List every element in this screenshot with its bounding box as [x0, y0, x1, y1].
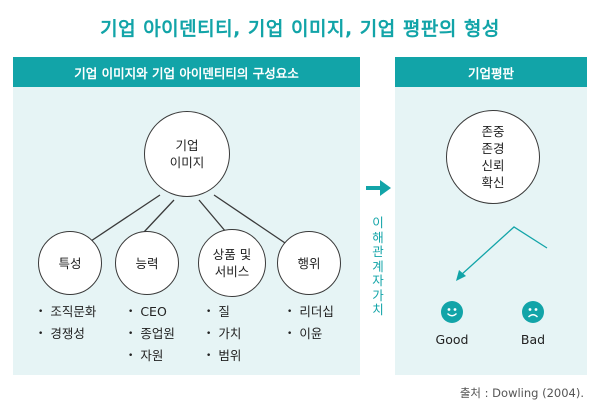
component-circle-products-services: 상품 및 서비스 [198, 229, 266, 297]
transition-arrow-icon [366, 180, 391, 196]
component-circle-characteristics: 특성 [38, 231, 102, 295]
component-circle-capability: 능력 [115, 231, 179, 295]
list-item: 자원 [128, 346, 175, 368]
bad-label: Bad [520, 332, 546, 347]
sad-face-icon [522, 301, 544, 323]
list-item: 이윤 [287, 324, 334, 346]
products-services-list: 질 가치 범위 [206, 302, 241, 368]
corporate-reputation-panel-header: 기업평판 [395, 57, 587, 87]
characteristics-list: 조직문화 경쟁성 [38, 302, 96, 346]
list-item: 리더십 [287, 302, 334, 324]
smiley-face-icon [441, 301, 463, 323]
corporate-image-circle: 기업 이미지 [144, 111, 230, 197]
stakeholder-value-label: 이해관계자 가치 [372, 215, 384, 317]
behavior-list: 리더십 이윤 [287, 302, 334, 346]
list-item: CEO [128, 302, 175, 324]
page-title: 기업 아이덴티티, 기업 이미지, 기업 평판의 형성 [100, 18, 500, 40]
list-item: 범위 [206, 346, 241, 368]
list-item: 경쟁성 [38, 324, 96, 346]
corporate-image-panel-header: 기업 이미지와 기업 아이덴티티의 구성요소 [13, 57, 360, 87]
source-citation: 출처 : Dowling (2004). [459, 386, 584, 400]
reputation-circle: 존중 존경 신뢰 확신 [446, 110, 540, 204]
component-circle-behavior: 행위 [277, 231, 341, 295]
corporate-reputation-panel: 기업평판 [395, 57, 587, 375]
list-item: 가치 [206, 324, 241, 346]
good-label: Good [435, 332, 469, 347]
capability-list: CEO 종업원 자원 [128, 302, 175, 368]
list-item: 질 [206, 302, 241, 324]
list-item: 조직문화 [38, 302, 96, 324]
list-item: 종업원 [128, 324, 175, 346]
